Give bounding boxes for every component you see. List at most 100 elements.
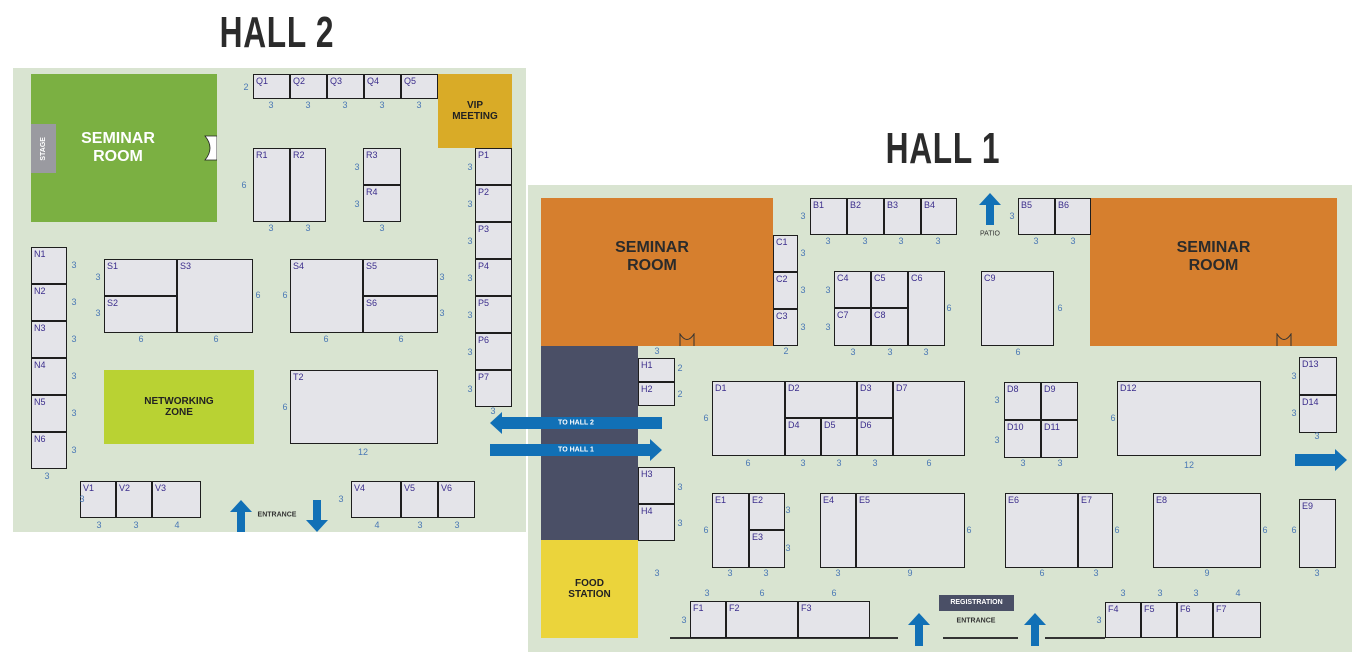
booth-t2[interactable]: T2 bbox=[290, 370, 438, 444]
registration-desk[interactable]: REGISTRATION bbox=[939, 595, 1014, 611]
booth-h2[interactable]: H2 bbox=[638, 382, 675, 406]
booth-b3[interactable]: B3 bbox=[884, 198, 921, 235]
booth-p3[interactable]: P3 bbox=[475, 222, 512, 259]
booth-d1[interactable]: D1 bbox=[712, 381, 785, 456]
dimension-label: 3 bbox=[1057, 458, 1063, 468]
booth-d3[interactable]: D3 bbox=[857, 381, 893, 418]
booth-d4[interactable]: D4 bbox=[785, 418, 821, 456]
dimension-label: 3 bbox=[439, 272, 445, 282]
booth-e8[interactable]: E8 bbox=[1153, 493, 1261, 568]
booth-c4[interactable]: C4 bbox=[834, 271, 871, 308]
booth-v2[interactable]: V2 bbox=[116, 481, 152, 518]
booth-s4[interactable]: S4 bbox=[290, 259, 363, 333]
booth-q4[interactable]: Q4 bbox=[364, 74, 401, 99]
booth-q5[interactable]: Q5 bbox=[401, 74, 438, 99]
booth-c6[interactable]: C6 bbox=[908, 271, 945, 346]
booth-d10[interactable]: D10 bbox=[1004, 420, 1041, 458]
booth-label: P5 bbox=[478, 298, 490, 308]
booth-c3[interactable]: C3 bbox=[773, 309, 798, 346]
booth-c7[interactable]: C7 bbox=[834, 308, 871, 346]
booth-f7[interactable]: F7 bbox=[1213, 602, 1261, 638]
booth-f4[interactable]: F4 bbox=[1105, 602, 1141, 638]
booth-q2[interactable]: Q2 bbox=[290, 74, 327, 99]
booth-s3[interactable]: S3 bbox=[177, 259, 253, 333]
booth-h4[interactable]: H4 bbox=[638, 504, 675, 541]
booth-b2[interactable]: B2 bbox=[847, 198, 884, 235]
booth-d2[interactable]: D2 bbox=[785, 381, 857, 418]
booth-e4[interactable]: E4 bbox=[820, 493, 856, 568]
dimension-label: 3 bbox=[898, 236, 904, 246]
booth-s5[interactable]: S5 bbox=[363, 259, 438, 296]
booth-q3[interactable]: Q3 bbox=[327, 74, 364, 99]
food-station[interactable]: FOOD STATION bbox=[541, 540, 638, 638]
booth-v3[interactable]: V3 bbox=[152, 481, 201, 518]
booth-r2[interactable]: R2 bbox=[290, 148, 326, 222]
booth-c8[interactable]: C8 bbox=[871, 308, 908, 346]
booth-f3[interactable]: F3 bbox=[798, 601, 870, 638]
booth-p7[interactable]: P7 bbox=[475, 370, 512, 407]
booth-d14[interactable]: D14 bbox=[1299, 395, 1337, 433]
booth-c5[interactable]: C5 bbox=[871, 271, 908, 308]
booth-f2[interactable]: F2 bbox=[726, 601, 798, 638]
booth-s6[interactable]: S6 bbox=[363, 296, 438, 333]
booth-b1[interactable]: B1 bbox=[810, 198, 847, 235]
booth-s1[interactable]: S1 bbox=[104, 259, 177, 296]
booth-e7[interactable]: E7 bbox=[1078, 493, 1113, 568]
booth-e1[interactable]: E1 bbox=[712, 493, 749, 568]
vip-meeting-room[interactable]: VIP MEETING bbox=[438, 74, 512, 148]
booth-p4[interactable]: P4 bbox=[475, 259, 512, 296]
booth-d8[interactable]: D8 bbox=[1004, 382, 1041, 420]
booth-f5[interactable]: F5 bbox=[1141, 602, 1177, 638]
booth-h3[interactable]: H3 bbox=[638, 467, 675, 504]
booth-c9[interactable]: C9 bbox=[981, 271, 1054, 346]
booth-e6[interactable]: E6 bbox=[1005, 493, 1078, 568]
booth-q1[interactable]: Q1 bbox=[253, 74, 290, 99]
booth-e5[interactable]: E5 bbox=[856, 493, 965, 568]
booth-n3[interactable]: N3 bbox=[31, 321, 67, 358]
booth-f6[interactable]: F6 bbox=[1177, 602, 1213, 638]
hall-1-seminar-room-left[interactable]: SEMINAR ROOM bbox=[541, 198, 773, 346]
booth-label: R2 bbox=[293, 150, 305, 160]
booth-d7[interactable]: D7 bbox=[893, 381, 965, 456]
hall-1-seminar-room-right[interactable]: SEMINAR ROOM bbox=[1090, 198, 1337, 346]
booth-n1[interactable]: N1 bbox=[31, 247, 67, 284]
booth-c2[interactable]: C2 bbox=[773, 272, 798, 309]
booth-r3[interactable]: R3 bbox=[363, 148, 401, 185]
booth-d9[interactable]: D9 bbox=[1041, 382, 1078, 420]
to-hall-2-label[interactable]: TO HALL 2 bbox=[558, 419, 594, 427]
booth-f1[interactable]: F1 bbox=[690, 601, 726, 638]
dimension-label: 3 bbox=[439, 308, 445, 318]
booth-d11[interactable]: D11 bbox=[1041, 420, 1078, 458]
booth-e9[interactable]: E9 bbox=[1299, 499, 1336, 568]
networking-zone[interactable]: NETWORKING ZONE bbox=[104, 370, 254, 444]
booth-v6[interactable]: V6 bbox=[438, 481, 475, 518]
booth-s2[interactable]: S2 bbox=[104, 296, 177, 333]
to-hall-1-label[interactable]: TO HALL 1 bbox=[558, 446, 594, 454]
booth-label: F3 bbox=[801, 603, 812, 613]
booth-d12[interactable]: D12 bbox=[1117, 381, 1261, 456]
booth-d6[interactable]: D6 bbox=[857, 418, 893, 456]
booth-b6[interactable]: B6 bbox=[1055, 198, 1091, 235]
booth-v5[interactable]: V5 bbox=[401, 481, 438, 518]
booth-e2[interactable]: E2 bbox=[749, 493, 785, 530]
booth-n4[interactable]: N4 bbox=[31, 358, 67, 395]
booth-v4[interactable]: V4 bbox=[351, 481, 401, 518]
booth-p5[interactable]: P5 bbox=[475, 296, 512, 333]
booth-d5[interactable]: D5 bbox=[821, 418, 857, 456]
booth-p6[interactable]: P6 bbox=[475, 333, 512, 370]
booth-c1[interactable]: C1 bbox=[773, 235, 798, 272]
booth-r4[interactable]: R4 bbox=[363, 185, 401, 222]
booth-n5[interactable]: N5 bbox=[31, 395, 67, 432]
booth-r1[interactable]: R1 bbox=[253, 148, 290, 222]
booth-b5[interactable]: B5 bbox=[1018, 198, 1055, 235]
booth-p1[interactable]: P1 bbox=[475, 148, 512, 185]
booth-n6[interactable]: N6 bbox=[31, 432, 67, 469]
booth-h1[interactable]: H1 bbox=[638, 358, 675, 382]
booth-e3[interactable]: E3 bbox=[749, 530, 785, 568]
booth-d13[interactable]: D13 bbox=[1299, 357, 1337, 395]
booth-v1[interactable]: V1 bbox=[80, 481, 116, 518]
booth-n2[interactable]: N2 bbox=[31, 284, 67, 321]
hall-2-seminar-room[interactable]: SEMINAR ROOM bbox=[31, 74, 217, 222]
booth-p2[interactable]: P2 bbox=[475, 185, 512, 222]
booth-b4[interactable]: B4 bbox=[921, 198, 957, 235]
